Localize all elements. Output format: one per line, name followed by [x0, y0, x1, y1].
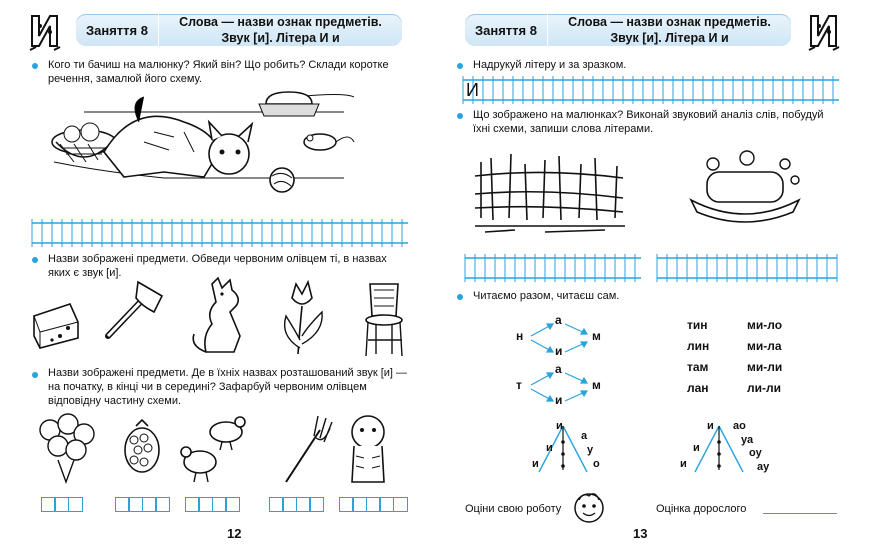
syllable-tree-2-lines	[694, 425, 744, 473]
syllable-item: тин	[687, 318, 708, 332]
page-number: 12	[227, 526, 242, 541]
flowers-bouquet-icon	[39, 413, 95, 485]
tree-2-right-1: ао	[733, 420, 746, 432]
tree-1-right-3: о	[593, 458, 600, 470]
syllable-diagram-1-arrows	[530, 323, 589, 353]
tree-1-left-2: и	[532, 458, 539, 470]
rate-self-label: Оціни свою роботу	[465, 503, 562, 515]
sentence-scheme-grid	[31, 219, 408, 247]
lesson-header: Заняття 8 Слова — назви ознак предметів.…	[76, 14, 402, 46]
syllable-item: лин	[687, 339, 710, 353]
diagram-2-left: т	[516, 378, 522, 392]
letter-i-logo-icon	[29, 15, 61, 51]
soap-dish-picture	[689, 150, 801, 223]
tree-1-left-1: и	[546, 442, 553, 454]
task-bullet	[32, 372, 38, 378]
tree-1-top: и	[556, 420, 563, 432]
rate-adult-label: Оцінка дорослого	[656, 503, 747, 515]
lesson-label: Заняття 8	[76, 14, 159, 46]
wolf-icon	[192, 276, 241, 353]
chair-icon	[365, 283, 403, 357]
diagram-2-top: а	[555, 362, 562, 376]
syllable-item: ми-ла	[747, 339, 782, 353]
diagram-2-bottom: и	[555, 393, 563, 407]
lesson-header: Заняття 8 Слова — назви ознак предметів.…	[465, 14, 791, 46]
page-number: 13	[633, 526, 648, 541]
task-bullet	[32, 63, 38, 69]
tiger-cub-icon	[351, 415, 385, 483]
tree-1-right-1: а	[581, 430, 588, 442]
syllable-item: ми-ли	[747, 360, 783, 374]
fence-picture	[474, 153, 625, 233]
cat-playing-picture	[51, 91, 355, 193]
smiley-face-icon[interactable]	[571, 490, 607, 524]
task-bullet	[457, 294, 463, 300]
task-1-text: Кого ти бачиш на малюнку? Який він? Що р…	[48, 59, 389, 85]
raspberry-icon	[124, 418, 160, 473]
axe-icon	[105, 280, 164, 339]
letter-i-logo-icon	[808, 15, 840, 51]
diagram-1-left: н	[516, 329, 524, 343]
task-3-text: Назви зображені предмети. Де в їхніх наз…	[48, 367, 408, 407]
tree-2-right-2: уа	[741, 434, 754, 446]
task-bullet	[32, 257, 38, 263]
chickens-icon	[180, 416, 246, 483]
syllable-item: ли-ли	[747, 381, 781, 395]
task-2-text: Що зображено на малюнках? Виконай звуков…	[473, 109, 824, 135]
syllable-item: ми-ло	[747, 318, 783, 332]
tree-2-right-4: ау	[757, 461, 770, 473]
lesson-title: Слова — назви ознак предметів. Звук [и].…	[179, 15, 382, 45]
scheme-boxes-4[interactable]	[268, 497, 324, 512]
tree-2-left-1: и	[693, 442, 700, 454]
syllable-diagram-2-arrows	[530, 372, 589, 402]
letter-writing-grid[interactable]	[462, 76, 839, 104]
syllable-tree-1-lines	[538, 425, 588, 473]
syllable-item: там	[687, 360, 709, 374]
bottom-pictures-row	[39, 413, 385, 485]
tree-2-right-3: оу	[749, 447, 762, 459]
syllable-item: лан	[687, 381, 709, 395]
diagram-2-right: м	[592, 378, 601, 392]
scheme-boxes-2[interactable]	[114, 497, 170, 512]
tree-1-right-2: у	[587, 444, 594, 456]
lesson-label: Заняття 8	[465, 14, 548, 46]
cheese-icon	[33, 303, 79, 349]
diagram-1-top: а	[555, 313, 562, 327]
tulip-icon	[283, 279, 323, 355]
task-3-text: Читаємо разом, читаєш сам.	[473, 290, 620, 302]
scheme-boxes-3[interactable]	[184, 497, 240, 512]
tree-2-left-2: и	[680, 458, 687, 470]
scheme-grid-1[interactable]	[464, 254, 641, 282]
right-page: Заняття 8 Слова — назви ознак предметів.…	[435, 0, 870, 551]
task-bullet	[457, 113, 463, 119]
adult-rating-line[interactable]	[763, 513, 837, 514]
tree-2-top: и	[707, 420, 714, 432]
lesson-title: Слова — назви ознак предметів. Звук [и].…	[568, 15, 771, 45]
scheme-grid-2[interactable]	[656, 254, 838, 282]
objects-row-picture	[33, 276, 403, 357]
scheme-boxes-5[interactable]	[338, 497, 408, 512]
task-2-text: Назви зображені предмети. Обведи червони…	[48, 253, 387, 279]
scheme-boxes-1[interactable]	[40, 497, 83, 512]
task-bullet	[457, 63, 463, 69]
sample-letter: И	[466, 80, 479, 100]
task-1-text: Надрукуй літеру и за зразком.	[473, 59, 627, 71]
fork-icon	[285, 415, 333, 483]
diagram-1-bottom: и	[555, 344, 563, 358]
left-page: Заняття 8 Слова — назви ознак предметів.…	[29, 14, 408, 541]
diagram-1-right: м	[592, 329, 601, 343]
